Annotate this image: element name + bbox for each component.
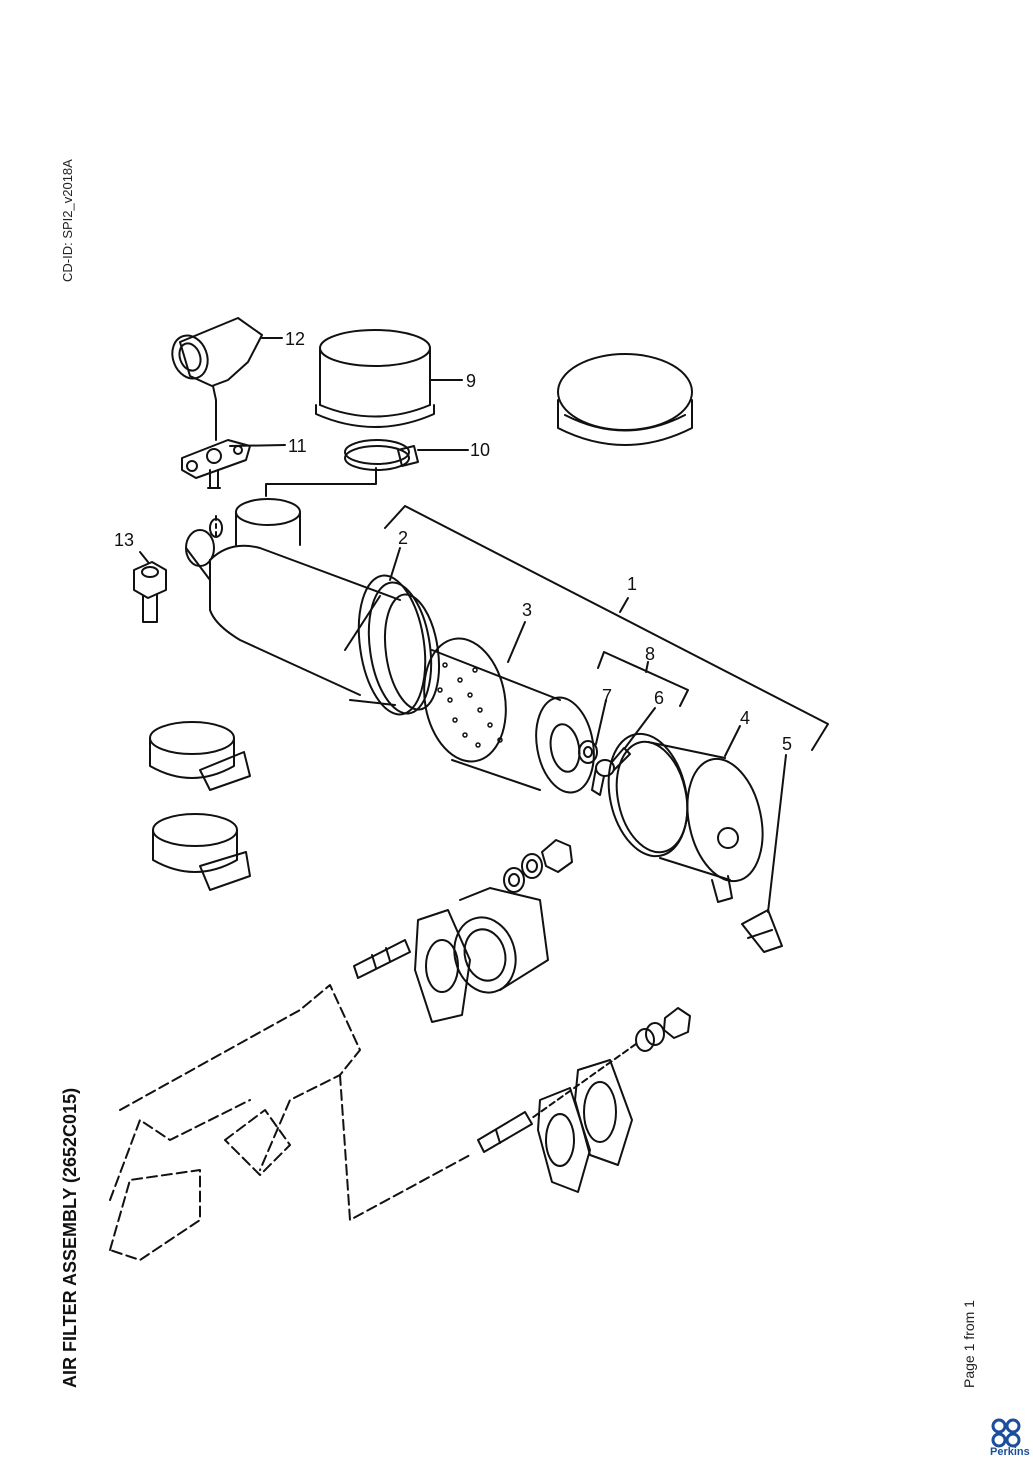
part-4-end-cap — [607, 732, 764, 903]
callout-5: 5 — [782, 734, 792, 754]
part-5-dust-valve — [741, 909, 783, 953]
part-13-bolt — [133, 561, 167, 623]
part-2-filter-body — [185, 498, 440, 716]
callout-11: 11 — [288, 436, 307, 456]
part-9-precleaner-cap — [315, 329, 435, 428]
outlet-elbow-upper — [453, 887, 549, 994]
part-12-hose-elbow — [171, 317, 263, 441]
brand-name: Perkins — [990, 1446, 1030, 1458]
callout-10: 10 — [470, 440, 490, 460]
callout-6: 6 — [654, 688, 664, 708]
gasket-lower — [537, 1087, 591, 1193]
stud-upper — [353, 939, 411, 979]
hose-clip-lower — [152, 813, 251, 891]
outlet-flange-lower — [574, 1059, 633, 1166]
part-10-hose-clip — [344, 439, 419, 471]
callout-13: 13 — [114, 530, 134, 550]
spare-cap — [557, 353, 693, 446]
part-11-bracket — [181, 439, 251, 489]
perkins-logo-icon — [991, 1418, 1021, 1448]
part-7-washer — [578, 740, 598, 764]
gasket-upper — [414, 909, 471, 1023]
hose-clip-upper — [149, 721, 251, 791]
callout-1: 1 — [627, 574, 637, 594]
callout-7: 7 — [602, 686, 612, 706]
part-3-filter-element — [423, 637, 595, 794]
callout-9: 9 — [466, 371, 476, 391]
nut-washer-set-upper — [503, 839, 573, 893]
callout-12: 12 — [285, 329, 305, 349]
stud-lower — [477, 1111, 533, 1153]
callout-3: 3 — [522, 600, 532, 620]
manifold-outline — [109, 984, 471, 1261]
callout-4: 4 — [740, 708, 750, 728]
callout-2: 2 — [398, 528, 408, 548]
callout-8: 8 — [645, 644, 655, 664]
nut-washer-set-lower — [635, 1007, 691, 1052]
